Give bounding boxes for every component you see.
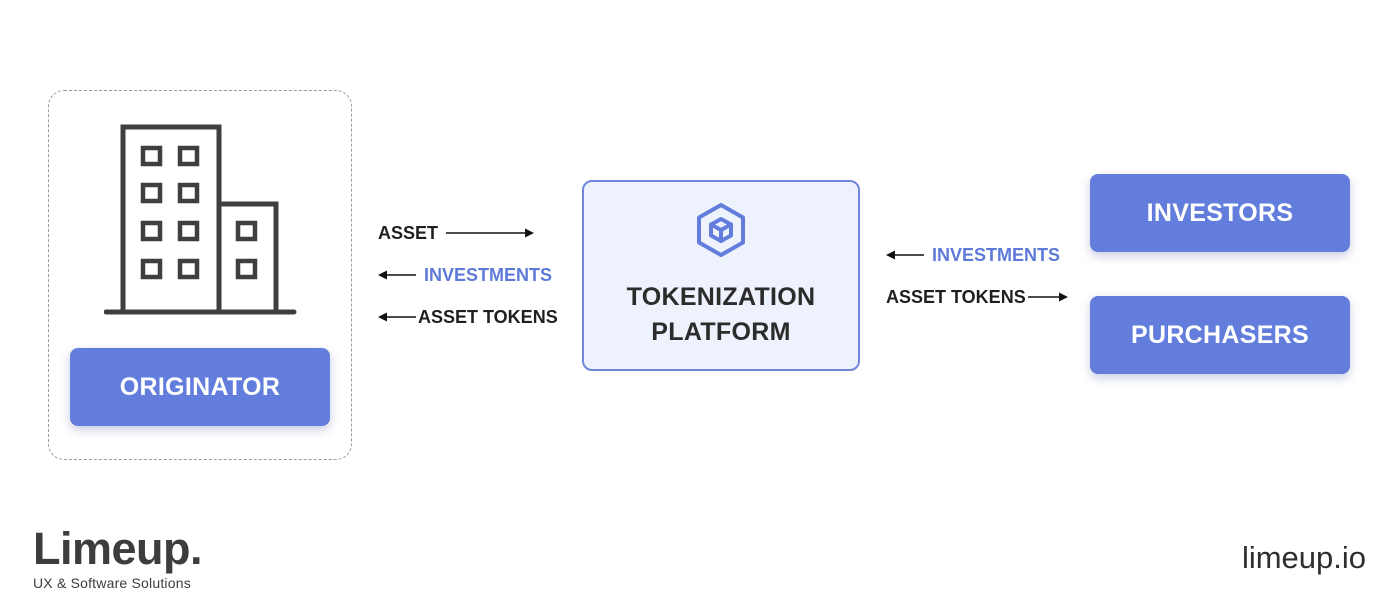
building-icon (104, 124, 297, 315)
flow-asset-tokens-right: ASSET TOKENS (886, 285, 1068, 309)
purchasers-button[interactable]: PURCHASERS (1090, 296, 1350, 374)
flow-asset: ASSET (378, 221, 535, 245)
originator-frame (48, 90, 352, 460)
arrow-right-icon (1027, 292, 1068, 302)
platform-title: TOKENIZATION PLATFORM (627, 280, 816, 350)
flow-asset-tokens-left: ASSET TOKENS (378, 305, 558, 329)
flow-investments-left: INVESTMENTS (378, 263, 552, 287)
flow-investments-right-label: INVESTMENTS (932, 244, 1061, 265)
logo-tagline: UX & Software Solutions (33, 575, 191, 591)
limeup-logo: Limeup. UX & Software Solutions (33, 523, 203, 591)
arrow-right-icon (446, 228, 535, 238)
arrow-left-icon (378, 270, 416, 280)
originator-button[interactable]: ORIGINATOR (70, 348, 330, 426)
logo-wordmark: Limeup. (33, 523, 203, 574)
flow-investments-right: INVESTMENTS (886, 243, 1060, 267)
flow-investments-left-label: INVESTMENTS (424, 264, 553, 285)
flow-asset-label: ASSET (378, 222, 439, 243)
website-url: limeup.io (1241, 540, 1366, 575)
flow-asset-tokens-left-label: ASSET TOKENS (418, 306, 558, 327)
flow-asset-tokens-right-label: ASSET TOKENS (886, 286, 1026, 307)
investors-button[interactable]: INVESTORS (1090, 174, 1350, 252)
tokenization-platform-box: TOKENIZATION PLATFORM (582, 180, 860, 371)
arrow-left-icon (378, 312, 416, 322)
platform-title-line2: PLATFORM (651, 318, 791, 346)
platform-title-line1: TOKENIZATION (626, 283, 816, 311)
cube-hexagon-icon (697, 203, 745, 257)
arrow-left-icon (886, 250, 924, 260)
